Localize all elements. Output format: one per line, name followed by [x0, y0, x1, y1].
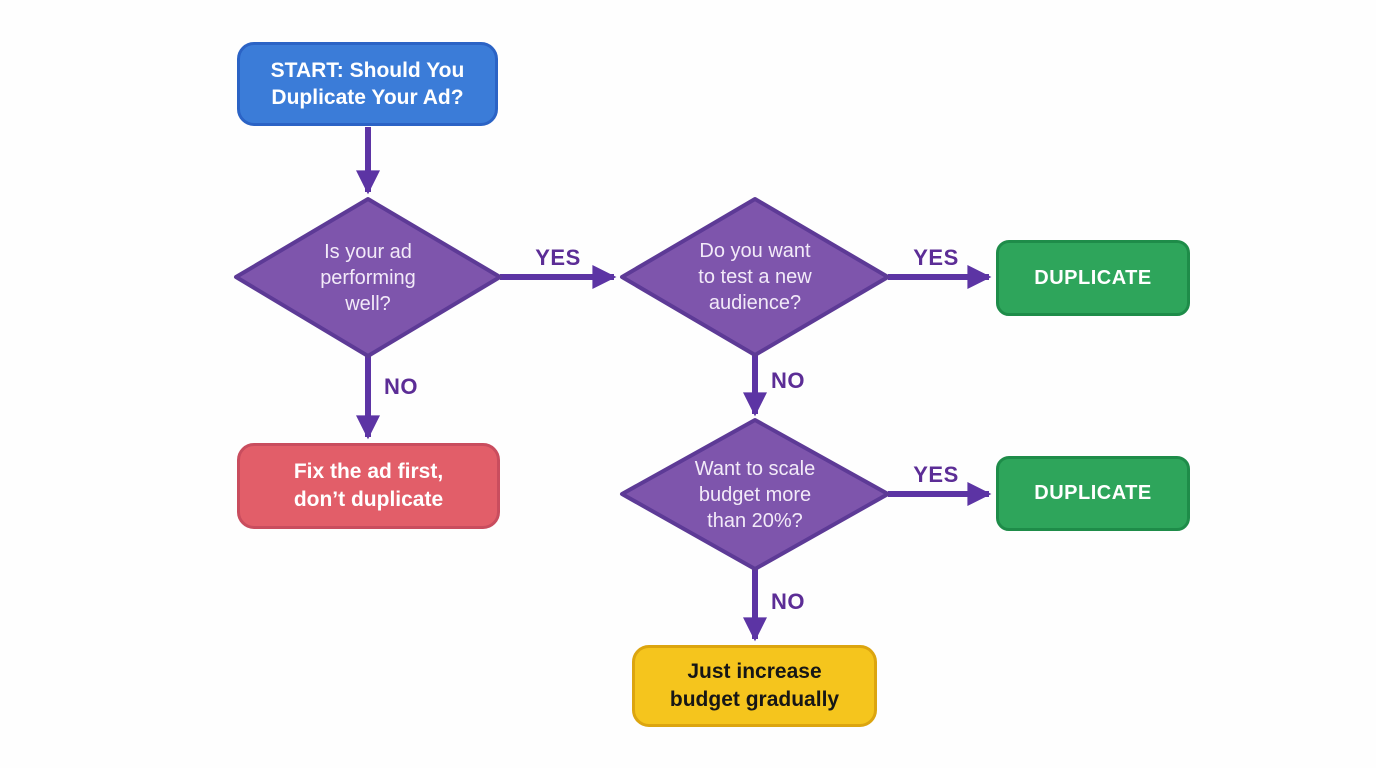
diamond-performing-well	[234, 197, 502, 358]
edge-label-audience-yes: YES	[913, 245, 959, 270]
edge-label-performing-yes: YES	[535, 245, 581, 270]
fix-ad-node: Fix the ad first, don’t duplicate	[237, 443, 500, 529]
edge-label-budget-no: NO	[771, 589, 805, 614]
duplicate-node-1: DUPLICATE	[996, 240, 1190, 316]
edge-label-performing-no: NO	[384, 374, 418, 399]
increase-budget-node: Just increase budget gradually	[632, 645, 877, 727]
duplicate-node-2: DUPLICATE	[996, 456, 1190, 531]
edge-label-audience-no: NO	[771, 368, 805, 393]
edge-label-budget-yes: YES	[913, 462, 959, 487]
diamond-test-new-audience	[620, 197, 890, 357]
diamond-scale-budget	[620, 418, 890, 571]
start-node: START: Should You Duplicate Your Ad?	[237, 42, 498, 126]
